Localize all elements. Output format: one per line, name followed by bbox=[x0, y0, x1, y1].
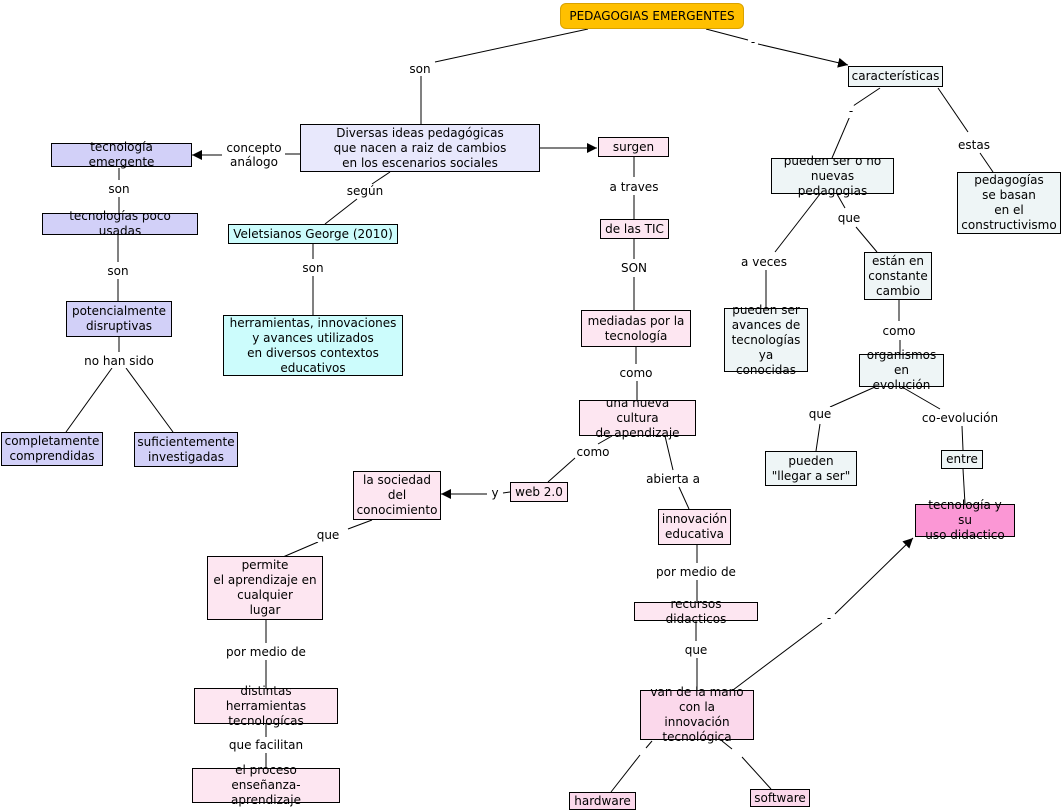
link-label-dash[interactable]: - bbox=[749, 35, 757, 49]
link-label-son[interactable]: son bbox=[301, 261, 325, 275]
concept-potencialmente-disruptivas[interactable]: potencialmente disruptivas bbox=[66, 301, 172, 337]
concept-tecnologias-poco-usadas[interactable]: tecnologías poco usadas bbox=[42, 209, 198, 238]
link-label-por-medio-de[interactable]: por medio de bbox=[225, 645, 307, 659]
concept-tecnologia-emergente[interactable]: tecnología emergente bbox=[51, 140, 192, 169]
concept-tecnologia-uso-didactico[interactable]: tecnología y su uso didactico bbox=[915, 498, 1015, 542]
concept-software[interactable]: software bbox=[750, 789, 810, 807]
concept-suficientemente-investigadas[interactable]: suficientemente investigadas bbox=[134, 432, 238, 467]
concept-nueva-cultura-de-aprendizaje[interactable]: una nueva cultura de apendizaje bbox=[579, 396, 696, 440]
link-label-co-evolucion[interactable]: co-evolución bbox=[920, 411, 1000, 425]
link-label-que-facilitan[interactable]: que facilitan bbox=[227, 738, 305, 752]
concept-caracteristicas[interactable]: características bbox=[848, 66, 943, 87]
concept-completamente-comprendidas[interactable]: completamente comprendidas bbox=[1, 432, 103, 466]
link-label-segun[interactable]: según bbox=[345, 184, 385, 198]
concept-entre[interactable]: entre bbox=[941, 450, 983, 469]
link-label-que[interactable]: que bbox=[807, 407, 833, 421]
concept-sociedad-del-conocimiento[interactable]: la sociedad del conocimiento bbox=[353, 471, 441, 520]
concept-permite-aprendizaje[interactable]: permite el aprendizaje en cualquier luga… bbox=[207, 556, 323, 620]
concept-veletsianos-george[interactable]: Veletsianos George (2010) bbox=[228, 224, 398, 244]
concept-constante-cambio[interactable]: están en constante cambio bbox=[864, 252, 932, 300]
concept-organismos-en-evolucion[interactable]: organismos en evolución bbox=[859, 348, 944, 392]
concept-proceso-ensenanza-aprendizaje[interactable]: el proceso enseñanza-aprendizaje bbox=[192, 763, 340, 807]
link-label-son[interactable]: son bbox=[107, 182, 131, 196]
link-label-son-caps[interactable]: SON bbox=[619, 261, 649, 275]
root-concept-pedagogias-emergentes[interactable]: PEDAGOGIAS EMERGENTES bbox=[560, 3, 744, 29]
concept-pueden-llegar-a-ser[interactable]: pueden "llegar a ser" bbox=[765, 451, 857, 486]
concept-pedagogias-constructivismo[interactable]: pedagogías se basan en el constructivism… bbox=[957, 172, 1061, 234]
link-label-que[interactable]: que bbox=[836, 211, 862, 225]
concept-pueden-ser-avances[interactable]: pueden ser avances de tecnologías ya con… bbox=[724, 303, 808, 377]
concept-pueden-ser-o-no[interactable]: pueden ser o no nuevas pedagogias bbox=[771, 154, 894, 198]
concept-diversas-ideas[interactable]: Diversas ideas pedagógicas que nacen a r… bbox=[300, 124, 540, 172]
link-label-son[interactable]: son bbox=[408, 62, 432, 76]
link-label-no-han-sido[interactable]: no han sido bbox=[83, 354, 155, 368]
link-label-son[interactable]: son bbox=[106, 264, 130, 278]
link-label-a-veces[interactable]: a veces bbox=[740, 255, 788, 269]
concept-herramientas-innovaciones[interactable]: herramientas, innovaciones y avances uti… bbox=[223, 315, 403, 376]
concept-de-las-tic[interactable]: de las TIC bbox=[600, 219, 669, 239]
link-label-como[interactable]: como bbox=[575, 445, 611, 459]
concept-hardware[interactable]: hardware bbox=[569, 792, 636, 810]
concept-recursos-didacticos[interactable]: recursos didacticos bbox=[634, 597, 758, 626]
link-label-a-traves[interactable]: a traves bbox=[608, 180, 660, 194]
link-label-como[interactable]: como bbox=[881, 324, 917, 338]
concept-mediadas-por-la-tecnologia[interactable]: mediadas por la tecnología bbox=[581, 310, 691, 347]
concept-innovacion-educativa[interactable]: innovación educativa bbox=[658, 509, 731, 545]
link-label-como[interactable]: como bbox=[618, 366, 654, 380]
link-label-dash[interactable]: - bbox=[825, 611, 833, 625]
link-label-y[interactable]: y bbox=[490, 486, 500, 500]
link-label-abierta-a[interactable]: abierta a bbox=[645, 472, 701, 486]
concept-web-2-0[interactable]: web 2.0 bbox=[510, 482, 568, 502]
concept-distintas-herramientas[interactable]: distintas herramientas tecnologícas bbox=[194, 684, 338, 728]
link-label-estas[interactable]: estas bbox=[957, 138, 991, 152]
concept-surgen[interactable]: surgen bbox=[598, 137, 669, 157]
link-label-que[interactable]: que bbox=[315, 528, 341, 542]
link-label-dash[interactable]: - bbox=[847, 104, 855, 118]
concept-van-de-la-mano[interactable]: van de la mano con la innovación tecnoló… bbox=[640, 685, 754, 744]
link-label-que[interactable]: que bbox=[683, 643, 709, 657]
link-label-por-medio-de[interactable]: por medio de bbox=[655, 565, 737, 579]
link-label-concepto-analogo[interactable]: concepto análogo bbox=[225, 141, 283, 169]
